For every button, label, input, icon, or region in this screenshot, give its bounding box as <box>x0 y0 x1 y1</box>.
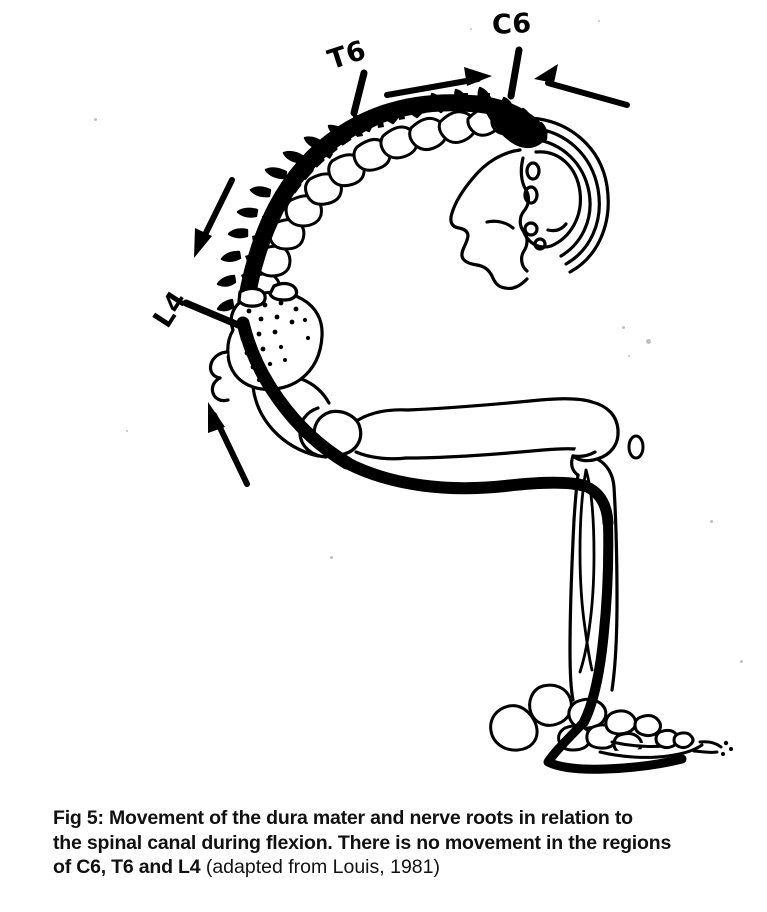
scan-speckle <box>710 520 713 523</box>
scan-speckle <box>470 28 472 30</box>
arrow-cervical-right <box>384 67 492 98</box>
scan-speckle <box>646 339 651 344</box>
fibula <box>578 468 596 674</box>
figure-drawing <box>182 46 733 774</box>
scan-speckle <box>622 326 625 329</box>
caption-source: (adapted from Louis, 1981) <box>200 856 440 878</box>
pelvis <box>208 281 331 459</box>
scan-speckle <box>740 660 743 663</box>
caption-line-2: the spinal canal during flexion. There i… <box>53 831 672 854</box>
toe-tip-flecks <box>721 740 733 756</box>
label-c6: C6 <box>491 7 533 42</box>
foot <box>489 683 723 759</box>
femur <box>312 397 620 477</box>
patella <box>627 434 645 460</box>
caption-line-3: of C6, T6 and L4 (adapted from Louis, 19… <box>53 855 753 880</box>
scan-speckle <box>94 118 97 121</box>
arrow-thoracic-down <box>194 177 235 258</box>
spinal-canal-outline <box>245 102 502 320</box>
vertebral-bodies <box>238 107 538 334</box>
arrow-lumbar-up <box>208 402 250 487</box>
scan-speckle <box>628 355 630 357</box>
caption-line-1: Fig 5: Movement of the dura mater and ne… <box>53 807 633 829</box>
scan-speckle <box>330 556 333 559</box>
pelvis-stipple <box>240 300 311 383</box>
scan-speckle <box>126 430 128 432</box>
anatomical-figure: C6 T6 L4 <box>94 7 743 774</box>
sciatic-nerve <box>236 316 687 774</box>
leader-c6 <box>507 46 523 100</box>
arrow-cervical-left <box>534 64 630 108</box>
caption-levels: of C6, T6 and L4 <box>53 856 201 878</box>
label-leader-ticks <box>182 46 523 331</box>
figure-caption: Fig 5: Movement of the dura mater and ne… <box>53 806 753 880</box>
leader-t6 <box>350 69 368 117</box>
scan-speckle <box>598 20 600 22</box>
leader-l4 <box>182 299 247 331</box>
skull-icon <box>449 116 610 291</box>
